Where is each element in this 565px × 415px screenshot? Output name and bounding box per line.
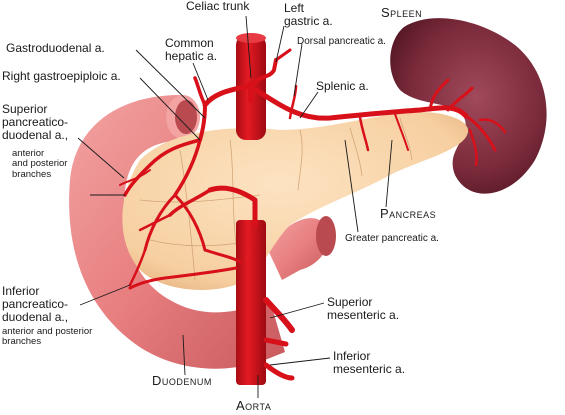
label-inferior-pancreaticoduodenal: Inferior pancreatico- duodenal a., [2,284,69,324]
spleen-shape [390,18,547,194]
label-superior-pancreaticoduodenal: Superior pancreatico- duodenal a., [2,102,69,142]
label-superior-mesenteric: Superior mesenteric a. [327,295,400,322]
label-splenic: Splenic a. [316,79,369,93]
label-aorta: Aorta [236,398,272,413]
duodenojejunal-flexure [268,218,329,280]
duodenum-shape [69,95,286,369]
label-pancreas: Pancreas [380,206,437,221]
label-superior-pd-branches: anterior and posterior branches [12,148,68,180]
aorta-lower [236,220,266,385]
label-left-gastric: Left gastric a. [284,1,333,28]
label-inferior-pd-branches: anterior and posterior branches [2,326,93,348]
label-right-gastroepiploic: Right gastroepiploic a. [2,69,121,83]
label-dorsal-pancreatic: Dorsal pancreatic a. [297,36,386,47]
leader-lines [77,15,393,398]
label-celiac-trunk: Celiac trunk [186,0,250,13]
label-greater-pancreatic: Greater pancreatic a. [345,233,439,244]
label-duodenum: Duodenum [152,373,212,388]
label-common-hepatic: Common hepatic a. [165,36,218,63]
label-gastroduodenal: Gastroduodenal a. [6,41,105,55]
label-spleen: Spleen [381,5,423,20]
label-inferior-mesenteric: Inferior mesenteric a. [333,349,406,376]
